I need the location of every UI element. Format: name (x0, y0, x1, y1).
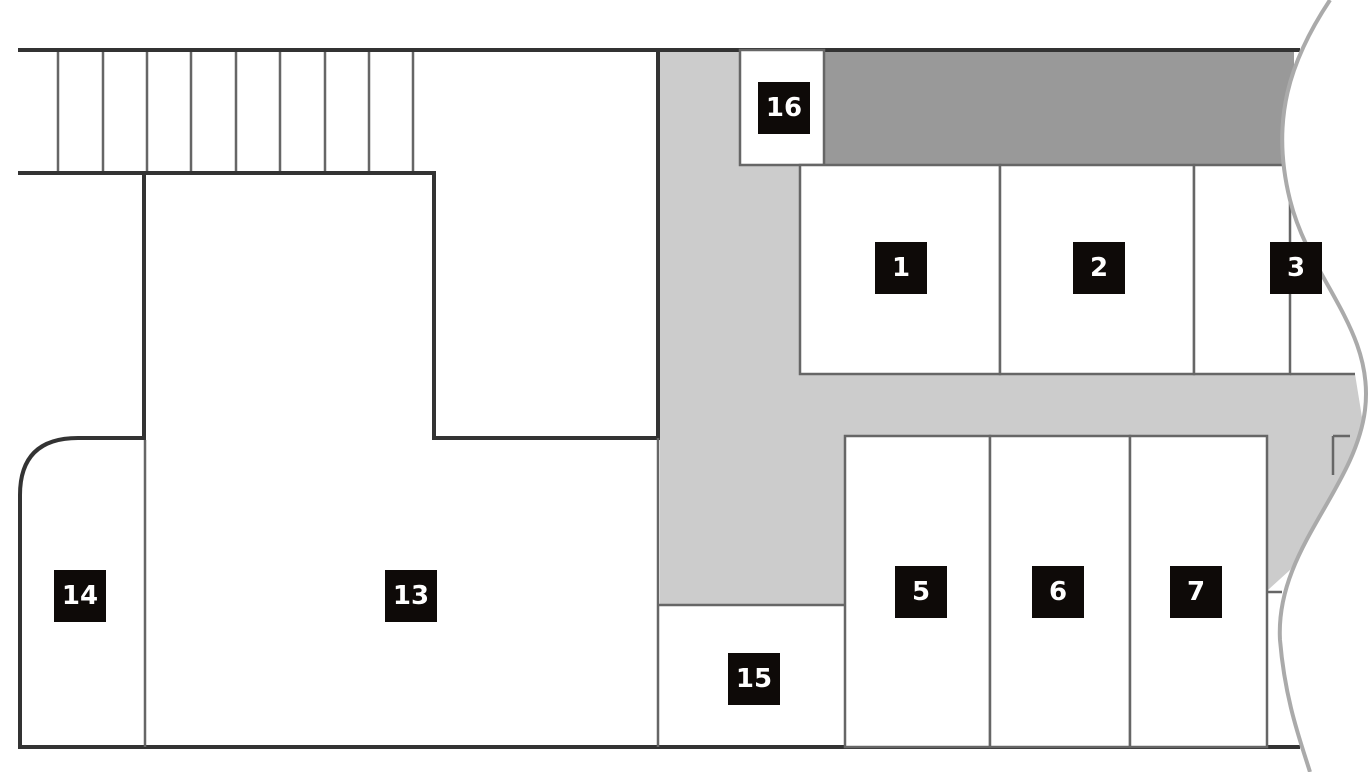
unit-label-text: 1 (892, 253, 910, 283)
map-break-line (1277, 0, 1369, 772)
unit-label-7[interactable]: 7 (1170, 566, 1222, 618)
unit-1-room (798, 163, 1002, 376)
unit-label-text: 14 (62, 581, 98, 611)
unit-label-16[interactable]: 16 (758, 82, 810, 134)
unit-label-3[interactable]: 3 (1270, 242, 1322, 294)
unit-label-text: 5 (912, 577, 930, 607)
unit-label-15[interactable]: 15 (728, 653, 780, 705)
unit-label-text: 3 (1287, 253, 1305, 283)
unit-label-text: 15 (736, 664, 772, 694)
unit-label-14[interactable]: 14 (54, 570, 106, 622)
unit-label-text: 6 (1049, 577, 1067, 607)
dark-zone (824, 50, 1294, 165)
unit-13-outline (142, 50, 660, 440)
unit-label-text: 7 (1187, 577, 1205, 607)
unit-label-13[interactable]: 13 (385, 570, 437, 622)
unit-label-text: 13 (393, 581, 429, 611)
map-break-edge (1279, 0, 1370, 772)
unit-label-text: 16 (766, 93, 802, 123)
unit-label-6[interactable]: 6 (1032, 566, 1084, 618)
corridor-area (660, 50, 1365, 605)
unit-label-text: 2 (1090, 253, 1108, 283)
unit-label-2[interactable]: 2 (1073, 242, 1125, 294)
unit-label-1[interactable]: 1 (875, 242, 927, 294)
unit-14-outline (18, 436, 144, 747)
unit-label-5[interactable]: 5 (895, 566, 947, 618)
top-strip (56, 50, 415, 172)
